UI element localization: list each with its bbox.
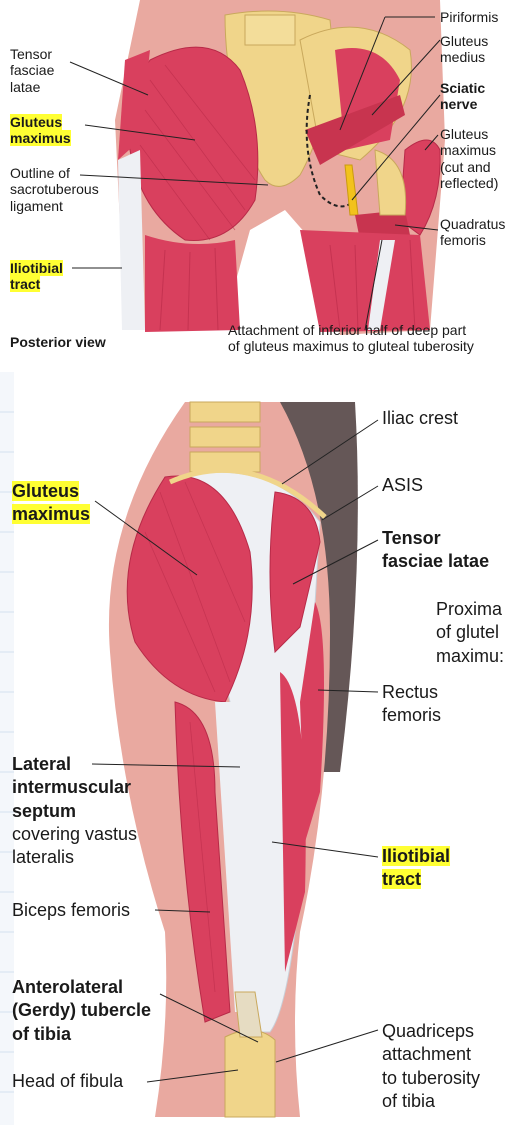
hamstrings-left <box>145 235 240 332</box>
label-gluteus-maximus-text: Gluteus maximus <box>10 114 71 147</box>
label-rectus-femoris: Rectus femoris <box>382 682 442 726</box>
label-iliotibial-tract-lateral-text: Iliotibial tract <box>382 846 451 890</box>
label-tensor-fasciae-latae-lateral: Tensor fasciae latae <box>382 528 490 572</box>
label-gerdy-tubercle: Anterolateral (Gerdy) tubercle of tibia <box>12 977 152 1044</box>
label-gluteus-maximus-lateral: Gluteus maximus <box>12 480 91 527</box>
page-edge-strip <box>0 372 14 1125</box>
label-piriformis: Piriformis <box>440 9 499 25</box>
greater-trochanter <box>374 149 407 216</box>
biceps-femoris <box>174 701 231 1023</box>
label-gluteus-maximus-cut: Gluteus maximus (cut and reflected) <box>440 126 499 192</box>
tract-right <box>368 240 395 330</box>
label-iliac-crest: Iliac crest <box>382 408 459 428</box>
label-quadratus-femoris: Quadratus femoris <box>440 216 506 249</box>
sacrotuberous-outline <box>305 94 356 208</box>
tibia-head <box>224 1029 276 1118</box>
label-sciatic-nerve: Sciatic nerve <box>440 80 486 113</box>
quadratus-femoris <box>355 210 410 240</box>
piriformis-right <box>305 95 405 165</box>
vastus-lateralis-lower <box>280 672 306 972</box>
vastus-lateralis <box>215 702 250 1012</box>
label-gluteus-maximus: Gluteus maximus <box>10 114 71 147</box>
label-lateral-septum: Lateral intermuscular septum <box>12 754 132 821</box>
thigh-right <box>300 230 430 332</box>
label-posterior-view: Posterior view <box>10 334 106 350</box>
label-quadriceps-attachment: Quadriceps attachment to tuberosity of t… <box>382 1021 481 1112</box>
lumbar-vertebra <box>244 14 296 46</box>
tensor-fasciae-latae-lateral <box>269 491 321 654</box>
label-attachment-note: Attachment of inferior half of deep part… <box>228 322 474 355</box>
knee-ligament <box>234 991 263 1038</box>
label-head-of-fibula: Head of fibula <box>12 1071 124 1091</box>
label-gluteus-maximus-lateral-text: Gluteus maximus <box>12 481 91 525</box>
label-gluteus-medius: Gluteus medius <box>440 33 489 66</box>
label-iliotibial-tract: Iliotibial tract <box>10 260 63 293</box>
label-outline-sacrotuberous: Outline of sacrotuberous ligament <box>10 165 99 214</box>
rectus-femoris <box>300 602 324 842</box>
posterior-view-panel: Tensor fasciae latae Gluteus maximus Out… <box>0 0 528 372</box>
label-iliotibial-tract-lateral: Iliotibial tract <box>382 845 451 892</box>
lumbar-vertebrae <box>189 401 261 473</box>
iliac-crest <box>168 467 327 519</box>
label-biceps-femoris: Biceps femoris <box>12 900 131 920</box>
gluteus-maximus-reflected <box>399 139 441 236</box>
label-tensor-fasciae-latae: Tensor fasciae latae <box>10 46 55 95</box>
posterior-view-illustration <box>69 0 445 335</box>
label-iliotibial-tract-text: Iliotibial tract <box>10 260 63 293</box>
lateral-view-panel: Gluteus maximus Iliac crest ASIS Tensor … <box>0 372 528 1125</box>
iliotibial-tract-left <box>118 150 145 330</box>
label-proximal-gluteus: Proxima of glutel maximu: <box>436 599 505 666</box>
lateral-view-illustration <box>91 401 379 1118</box>
tensor-fasciae-latae-left <box>118 50 150 160</box>
label-asis: ASIS <box>382 475 424 495</box>
label-lateral-septum-rest: covering vastus lateralis <box>12 824 138 868</box>
